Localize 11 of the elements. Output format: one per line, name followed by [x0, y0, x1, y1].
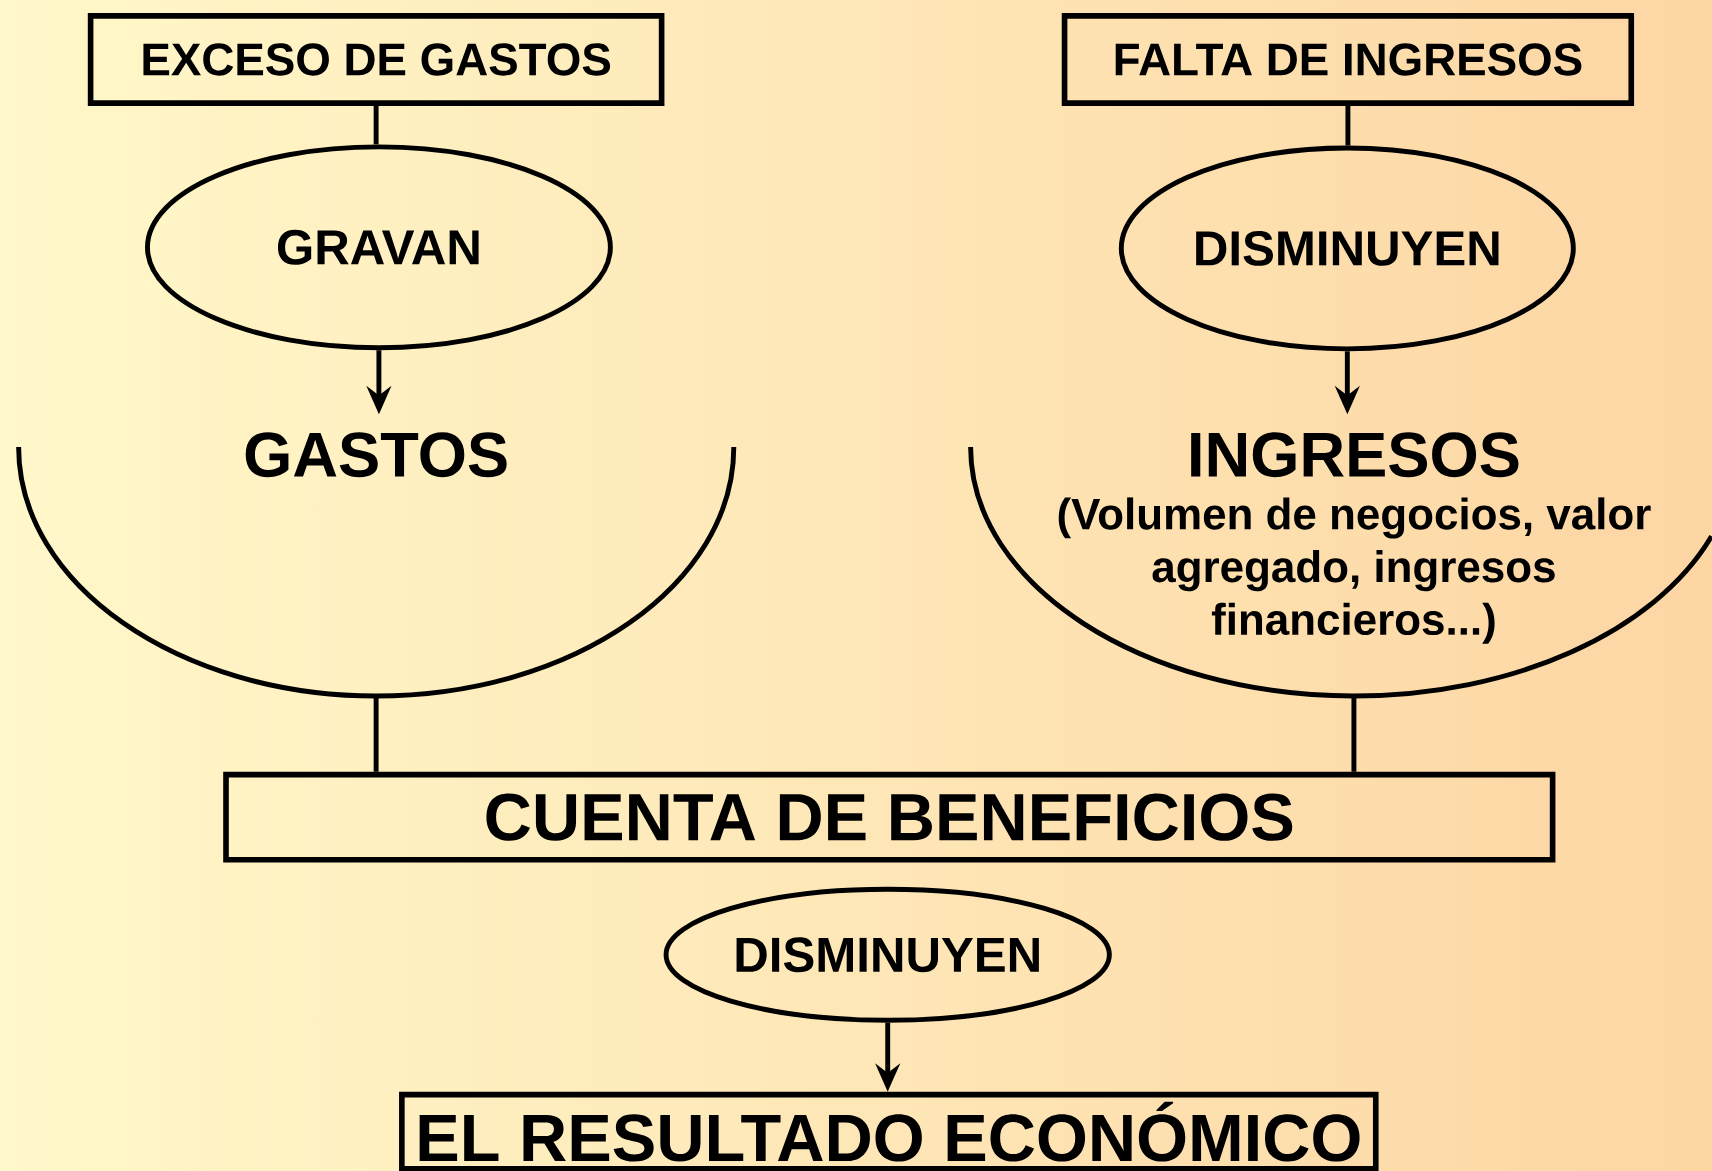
connector-line	[373, 105, 379, 145]
ellipse-node: GRAVAN	[145, 144, 613, 351]
text-box: EXCESO DE GASTOS	[87, 13, 665, 106]
connector-line	[1345, 105, 1351, 146]
connector-line	[1351, 696, 1357, 772]
ellipse-node: DISMINUYEN	[663, 886, 1112, 1023]
text-box: FALTA DE INGRESOS	[1061, 13, 1635, 106]
text-box: CUENTA DE BENEFICIOS	[223, 771, 1556, 863]
ellipse-node: DISMINUYEN	[1118, 145, 1576, 352]
text-box: EL RESULTADO ECONÓMICO	[399, 1091, 1379, 1171]
connector-line	[373, 696, 379, 772]
